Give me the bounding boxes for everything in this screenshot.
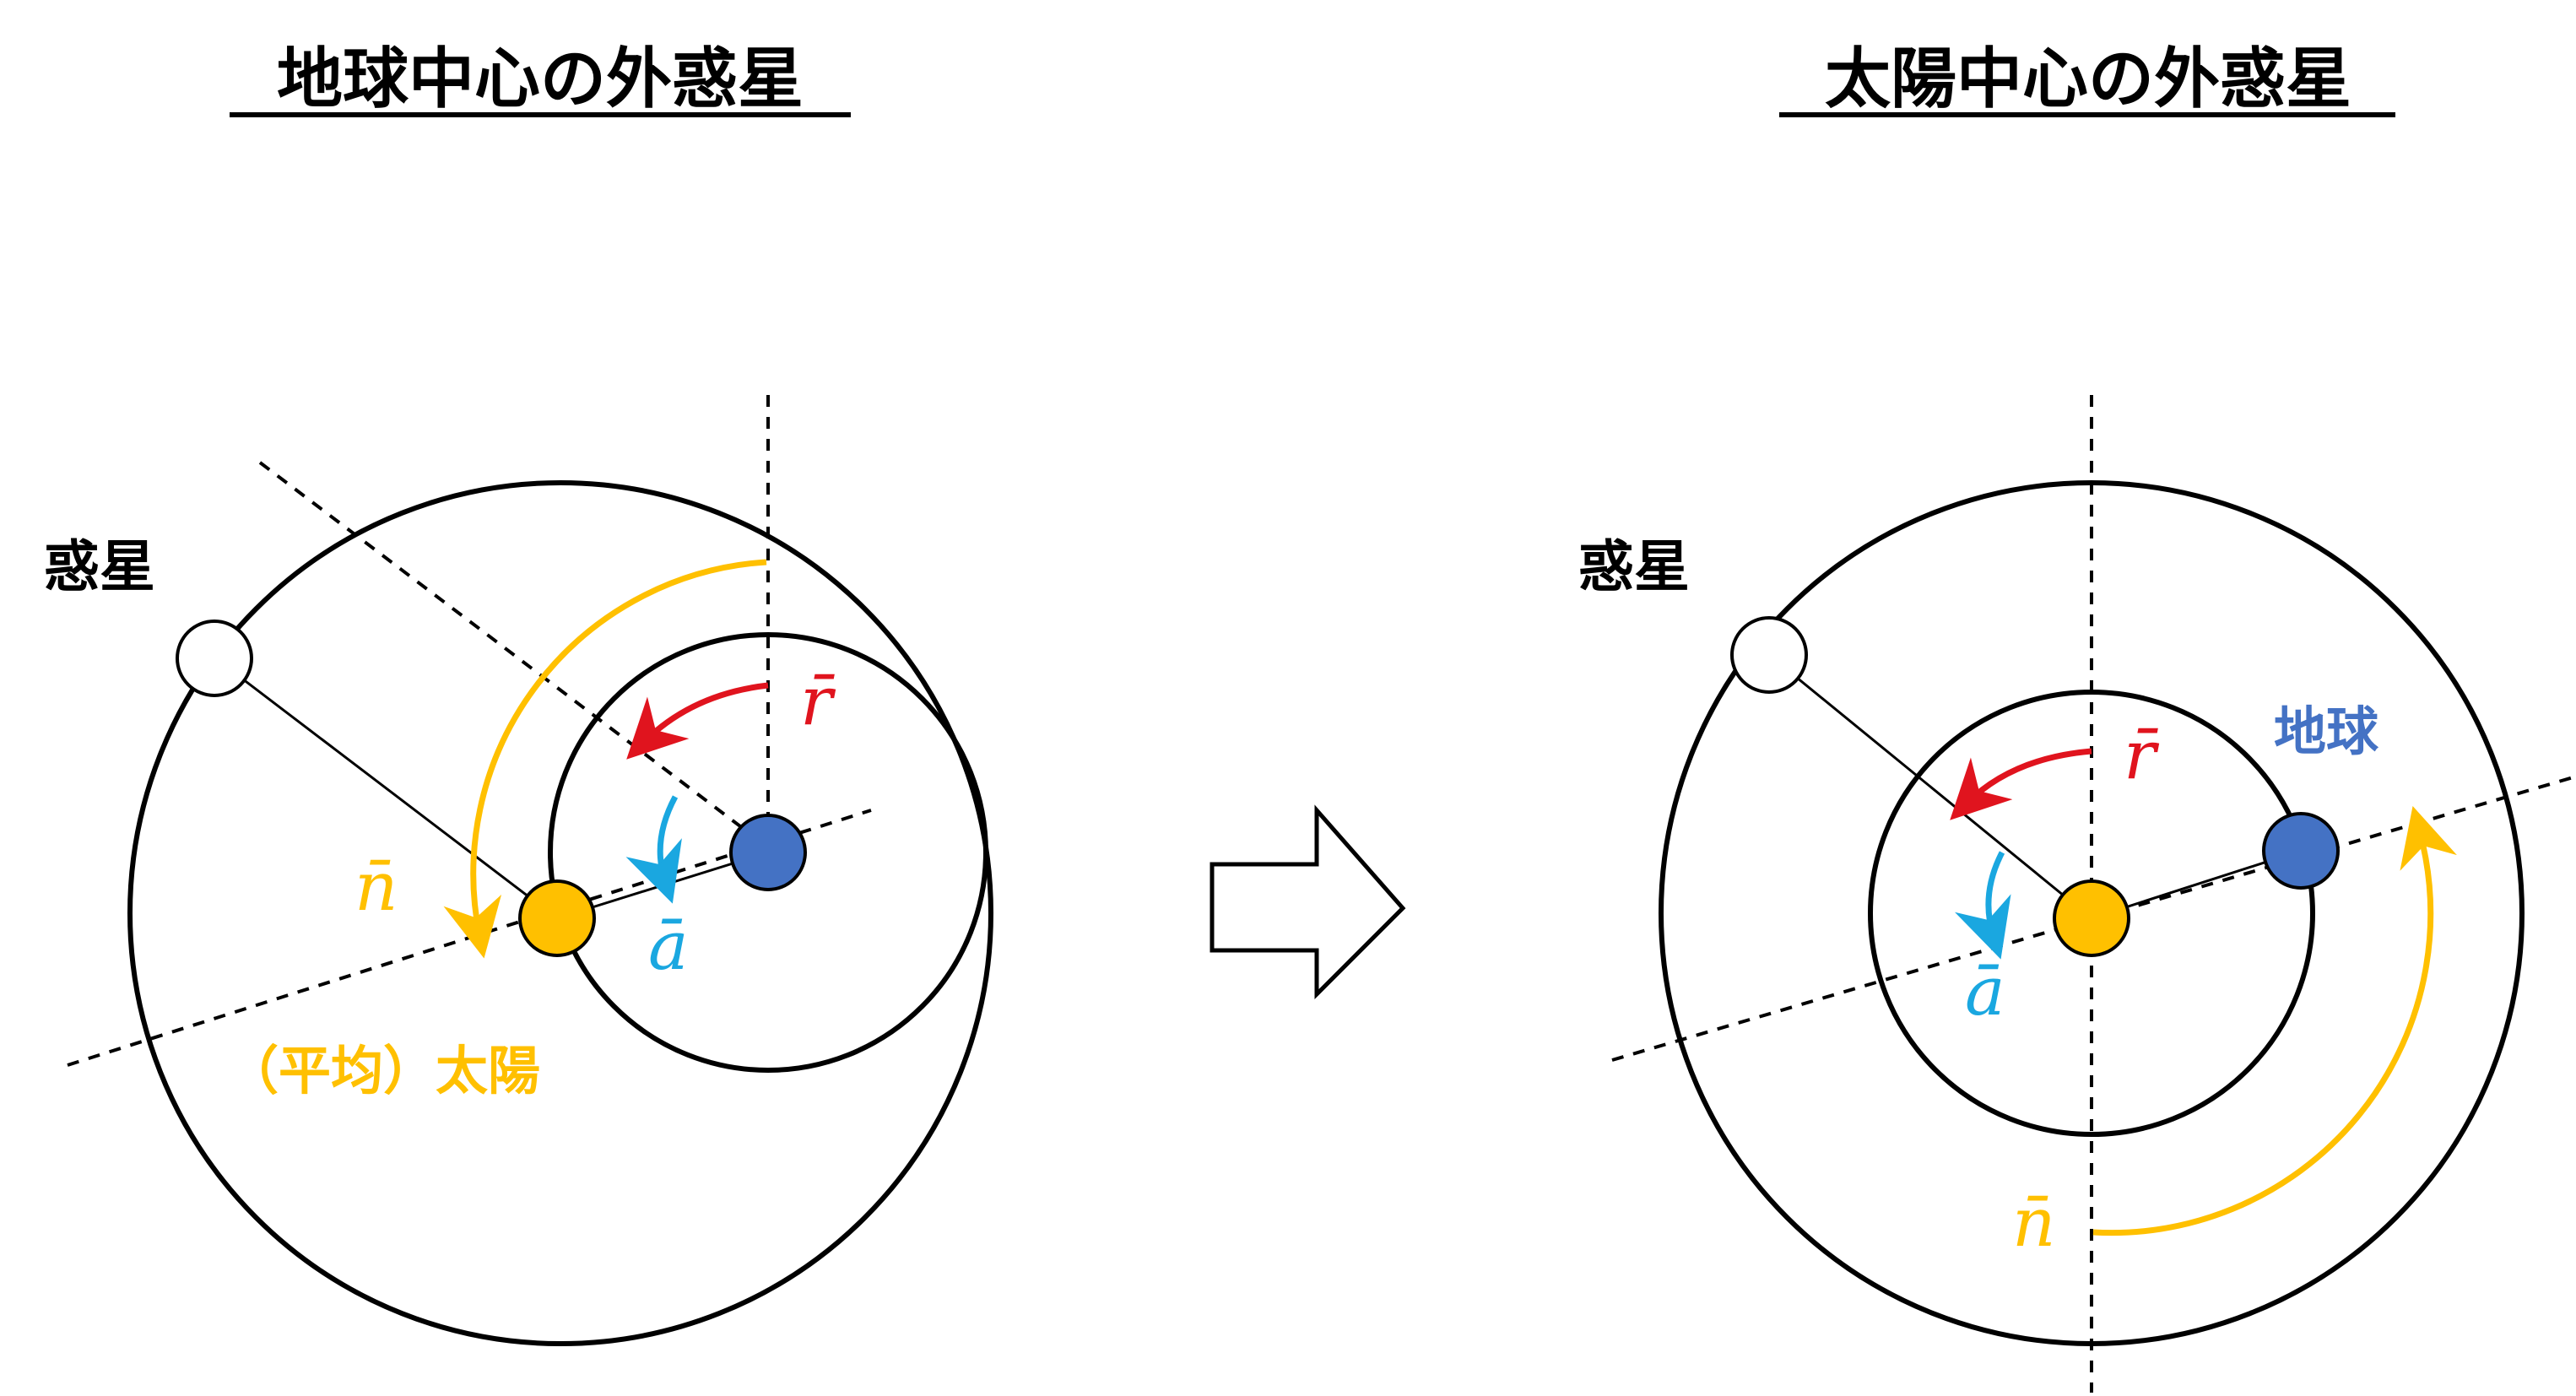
- left-panel: 地球中心の外惑星 惑星 （平均）太陽 r̄ ā n̄: [44, 41, 993, 1346]
- left-sun-body: [518, 879, 596, 957]
- left-title: 地球中心の外惑星: [277, 41, 804, 117]
- right-n-symbol: n̄: [2012, 1183, 2056, 1262]
- left-sun-label: （平均）太陽: [226, 1040, 540, 1101]
- right-a-arrow: [1954, 851, 2011, 960]
- right-title: 太陽中心の外惑星: [1825, 41, 2351, 117]
- left-n-symbol: n̄: [354, 847, 398, 926]
- right-r-symbol: r̄: [2124, 716, 2160, 794]
- right-earth-body: [2262, 812, 2340, 890]
- left-r-arrow: [626, 682, 769, 760]
- left-a-symbol: ā: [648, 906, 689, 985]
- right-sun-planet-line: [1768, 653, 2092, 920]
- right-planet-body: [1730, 616, 1808, 694]
- left-n-arrow: [443, 559, 767, 959]
- left-planet-body: [176, 620, 253, 697]
- left-epicycle-circle: [548, 632, 988, 1073]
- left-planet-direction-dashed-line: [258, 461, 770, 849]
- left-planet-sun-line: [210, 653, 558, 920]
- right-n-arrow: [2092, 806, 2457, 1236]
- left-deferent-circle: [127, 480, 993, 1346]
- left-planet-label: 惑星: [44, 534, 155, 599]
- right-planet-orbit-circle: [1659, 480, 2525, 1346]
- left-r-symbol: r̄: [800, 662, 836, 740]
- transform-arrow-icon: [1210, 804, 1406, 1000]
- right-earth-label: 地球: [2274, 701, 2379, 762]
- right-r-arrow: [1950, 748, 2092, 820]
- right-a-symbol: ā: [1965, 952, 2005, 1031]
- left-earth-body: [729, 814, 807, 891]
- right-sun-body: [2053, 879, 2130, 957]
- right-panel: 太陽中心の外惑星 惑星 地球 r̄ ā n̄: [1578, 41, 2576, 1393]
- right-planet-label: 惑星: [1578, 534, 1690, 599]
- right-earth-orbit-circle: [1868, 690, 2315, 1137]
- left-a-arrow: [625, 795, 682, 904]
